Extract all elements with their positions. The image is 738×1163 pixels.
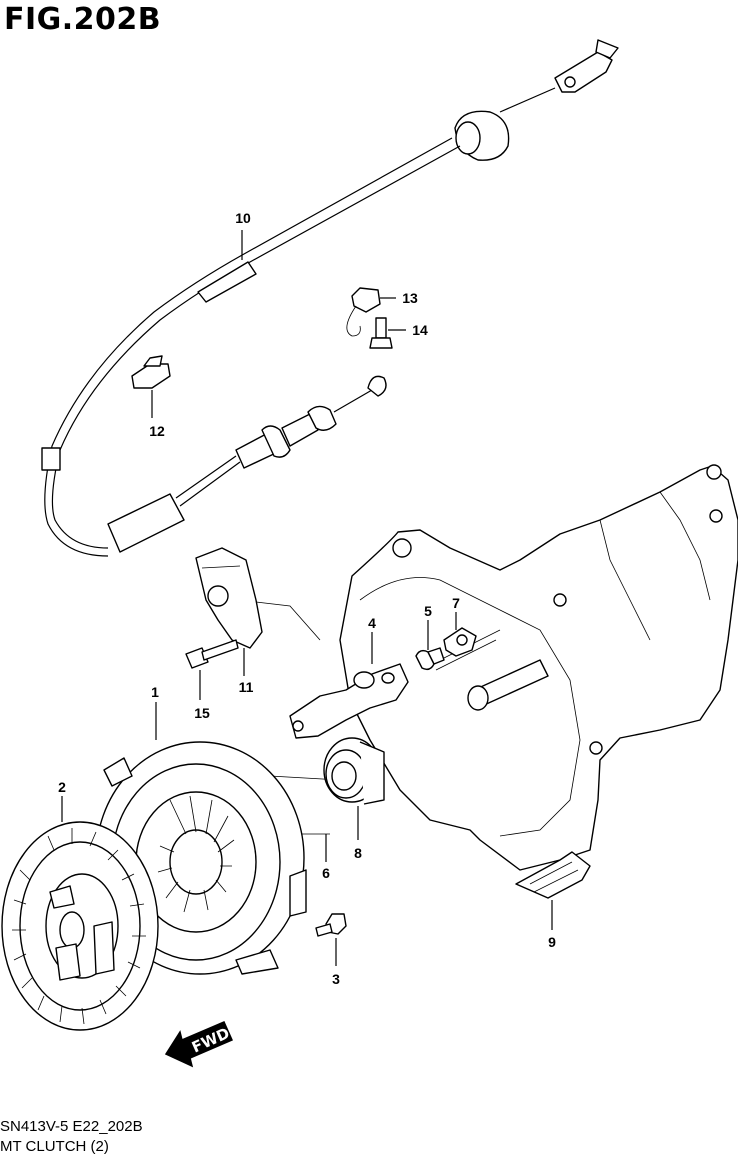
callout-5: 5	[424, 603, 432, 619]
callout-6: 6	[322, 865, 330, 881]
release-bearing-8[interactable]	[323, 737, 385, 840]
callout-14: 14	[412, 322, 428, 338]
callout-8: 8	[354, 845, 362, 861]
bolt-15[interactable]	[185, 639, 239, 700]
callout-4: 4	[368, 615, 376, 631]
callout-10: 10	[235, 210, 251, 226]
fork-bracket-11[interactable]	[195, 547, 263, 676]
pivot-stud-5[interactable]	[415, 620, 445, 671]
callout-3: 3	[332, 971, 340, 987]
fwd-arrow-icon: FWD	[164, 1021, 233, 1068]
callout-15: 15	[194, 705, 210, 721]
callout-2: 2	[58, 779, 66, 795]
callout-12: 12	[149, 423, 165, 439]
callout-1: 1	[151, 684, 159, 700]
figure-code: SN413V-5 E22_202B	[0, 1118, 143, 1135]
figure-title: FIG.202B	[4, 2, 162, 37]
figure-description: MT CLUTCH (2)	[0, 1138, 109, 1155]
release-fork-4[interactable]	[289, 632, 409, 739]
clutch-cable[interactable]	[41, 39, 619, 557]
callout-13: 13	[402, 290, 418, 306]
bracket-13[interactable]	[346, 287, 396, 337]
cover-plate-9[interactable]	[515, 851, 591, 930]
bolt-14[interactable]	[369, 317, 406, 349]
clutch-disc-2[interactable]	[1, 796, 159, 1031]
retainer-clip-7[interactable]	[443, 612, 477, 657]
transmission-case	[255, 464, 738, 871]
callout-7: 7	[452, 595, 460, 611]
cable-clip-12[interactable]	[131, 355, 171, 418]
bolt-3[interactable]	[315, 913, 347, 966]
callout-9: 9	[548, 934, 556, 950]
callout-11: 11	[239, 679, 254, 695]
